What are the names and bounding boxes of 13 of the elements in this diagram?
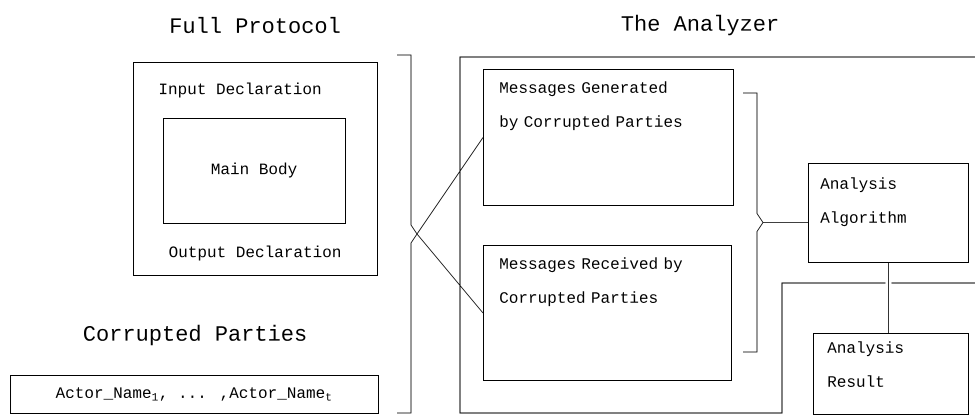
connector-line [416, 234, 484, 314]
connector-line [886, 262, 892, 334]
connector-line [416, 137, 484, 234]
node-label: Full Protocol [171, 16, 340, 34]
parties-box: Corrupted Parties Actor_Name$_{1}$, ... ,Actor_Name$_{t}$ [10, 324, 379, 414]
body-box: Main Body [163, 118, 346, 224]
process-box: Analysis Algorithm [808, 163, 969, 263]
node-label: Corrupted Parties [84, 324, 306, 346]
process-box: Messages Generated by Corrupted Parties [483, 69, 734, 206]
bracket [396, 54, 418, 414]
connector-line [762, 222, 808, 223]
bracket [742, 92, 764, 352]
process-box: Messages Received by Corrupted Parties [483, 245, 732, 381]
